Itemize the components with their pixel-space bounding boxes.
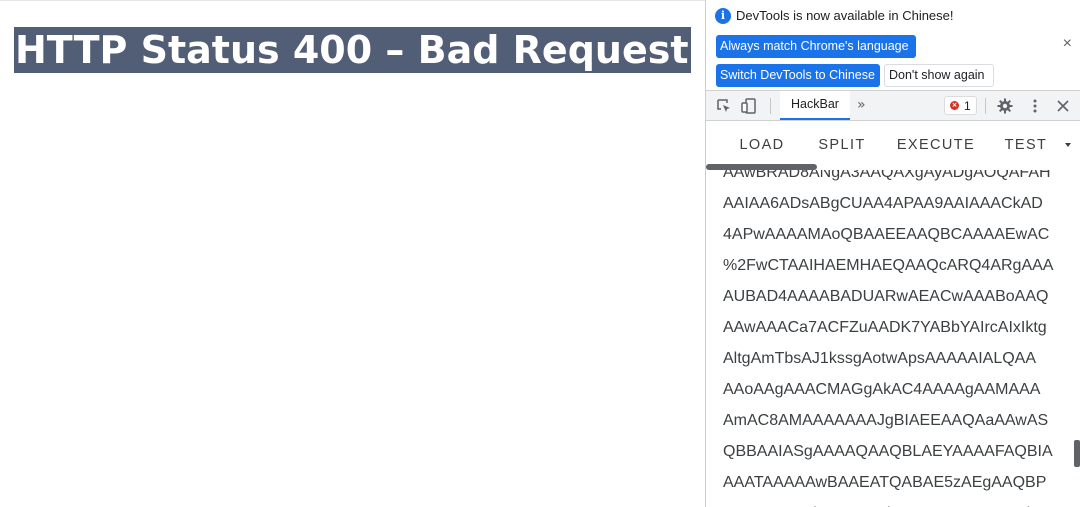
device-toolbar-icon[interactable] bbox=[740, 91, 760, 120]
close-icon[interactable]: × bbox=[1062, 35, 1072, 52]
payload-line: AAwBRAD8ANgA3AAQAXgAyADgAOQAFAH bbox=[723, 170, 1051, 181]
more-tabs-icon[interactable]: » bbox=[857, 97, 866, 113]
payload-line: AltgAmTbsAJ1kssgAotwApsAAAAAIALQAA bbox=[723, 350, 1037, 367]
hackbar-toolbar: LOAD SPLIT EXECUTE TEST bbox=[706, 121, 1080, 170]
devtools-tabbar: HackBar » × 1 bbox=[706, 90, 1080, 121]
payload-line: AmAC8AMAAAAAAAJgBIAEEAAQAaAAwAS bbox=[723, 412, 1049, 429]
switch-to-chinese-button[interactable]: Switch DevTools to Chinese bbox=[716, 64, 880, 87]
payload-line: AAATAAAAAwBAAEATQABAE5zAEgAAQBP bbox=[723, 474, 1047, 491]
payload-line: AUBAD4AAAABADUARwAEACwAAABoAAQ bbox=[723, 288, 1049, 305]
payload-textarea[interactable]: AAwBRAD8ANgA3AAQAXgAyADgAOQAFAH AAIAA6ADs… bbox=[706, 170, 1080, 507]
payload-lines: AAwBRAD8ANgA3AAQAXgAyADgAOQAFAH AAIAA6ADs… bbox=[723, 170, 1053, 507]
kebab-menu-icon[interactable] bbox=[1025, 91, 1045, 120]
gear-icon[interactable] bbox=[995, 91, 1015, 120]
error-count-badge[interactable]: × 1 bbox=[944, 96, 977, 115]
infobar-message: DevTools is now available in Chinese! bbox=[736, 8, 954, 23]
dont-show-again-button[interactable]: Don't show again bbox=[884, 64, 994, 87]
error-count: 1 bbox=[964, 99, 971, 113]
vertical-scrollbar[interactable] bbox=[1074, 440, 1080, 467]
language-infobar: i DevTools is now available in Chinese! … bbox=[706, 0, 1080, 90]
payload-line: %2FwCTAAIHAEMHAEQAAQcARQ4ARgAAA bbox=[723, 257, 1054, 274]
payload-line: AAIAA6ADsABgCUAA4APAA9AAIAAACkAD bbox=[723, 195, 1043, 212]
toolbar-divider bbox=[985, 98, 986, 114]
payload-line: AAAAAgBQ"),nEw%20javax.management.loa bbox=[723, 498, 1053, 507]
page-title: HTTP Status 400 – Bad Request bbox=[14, 27, 691, 73]
tab-hackbar[interactable]: HackBar bbox=[780, 91, 850, 120]
horizontal-scrollbar[interactable] bbox=[706, 164, 817, 170]
toolbar-divider bbox=[770, 98, 771, 114]
execute-button[interactable]: EXECUTE bbox=[896, 137, 976, 153]
split-button[interactable]: SPLIT bbox=[818, 137, 866, 153]
payload-line: AAoAAgAAACMAGgAkAC4AAAAgAAMAAA bbox=[723, 381, 1041, 398]
page-content: HTTP Status 400 – Bad Request bbox=[0, 0, 705, 73]
info-icon: i bbox=[715, 8, 731, 24]
always-match-language-button[interactable]: Always match Chrome's language bbox=[716, 35, 916, 58]
test-button[interactable]: TEST bbox=[1004, 137, 1048, 153]
chevron-down-icon[interactable] bbox=[1065, 143, 1071, 147]
error-icon: × bbox=[950, 101, 959, 110]
payload-line: 4APwAAAAMAoQBAAEEAAQBCAAAAEwAC bbox=[723, 226, 1050, 243]
payload-line: AAwAAACa7ACFZuAADK7YABbYAIrcAIxIktg bbox=[723, 319, 1047, 336]
load-button[interactable]: LOAD bbox=[739, 137, 785, 153]
payload-line: QBBAAIASgAAAAQAAQBLAEYAAAAFAQBIA bbox=[723, 443, 1053, 460]
inspect-element-icon[interactable] bbox=[714, 91, 734, 120]
devtools-panel: i DevTools is now available in Chinese! … bbox=[705, 0, 1080, 507]
close-devtools-icon[interactable] bbox=[1053, 91, 1073, 120]
